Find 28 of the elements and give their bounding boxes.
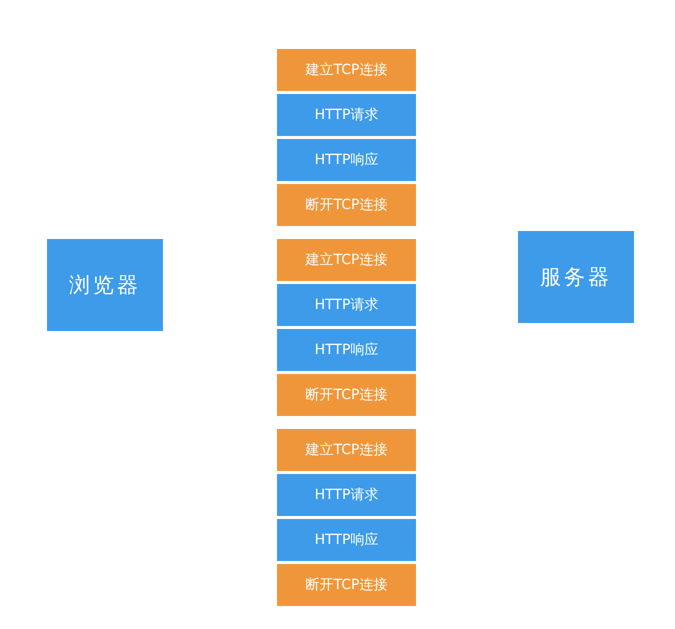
box-label: HTTP请求: [314, 106, 378, 124]
box-label: 断开TCP连接: [306, 576, 388, 594]
box-label: 浏览器: [69, 272, 141, 299]
step-box: [277, 284, 416, 326]
box-label: HTTP响应: [314, 531, 378, 549]
box-label: HTTP响应: [314, 151, 378, 169]
box-label: 断开TCP连接: [306, 196, 388, 214]
box-label: 断开TCP连接: [306, 386, 388, 404]
box-label: HTTP响应: [314, 341, 378, 359]
server-box: [518, 231, 634, 323]
box-label: HTTP请求: [314, 296, 378, 314]
box-label: 建立TCP连接: [306, 441, 388, 459]
client-box: [47, 239, 163, 331]
step-box: [277, 239, 416, 281]
step-box: [277, 94, 416, 136]
step-box: [277, 564, 416, 606]
box-label: HTTP请求: [314, 486, 378, 504]
step-box: [277, 329, 416, 371]
step-box: [277, 139, 416, 181]
step-box: [277, 374, 416, 416]
step-box: [277, 474, 416, 516]
box-label: 服务器: [540, 264, 612, 291]
step-box: [277, 184, 416, 226]
box-label: 建立TCP连接: [306, 61, 388, 79]
step-box: [277, 49, 416, 91]
step-box: [277, 429, 416, 471]
step-box: [277, 519, 416, 561]
box-label: 建立TCP连接: [306, 251, 388, 269]
